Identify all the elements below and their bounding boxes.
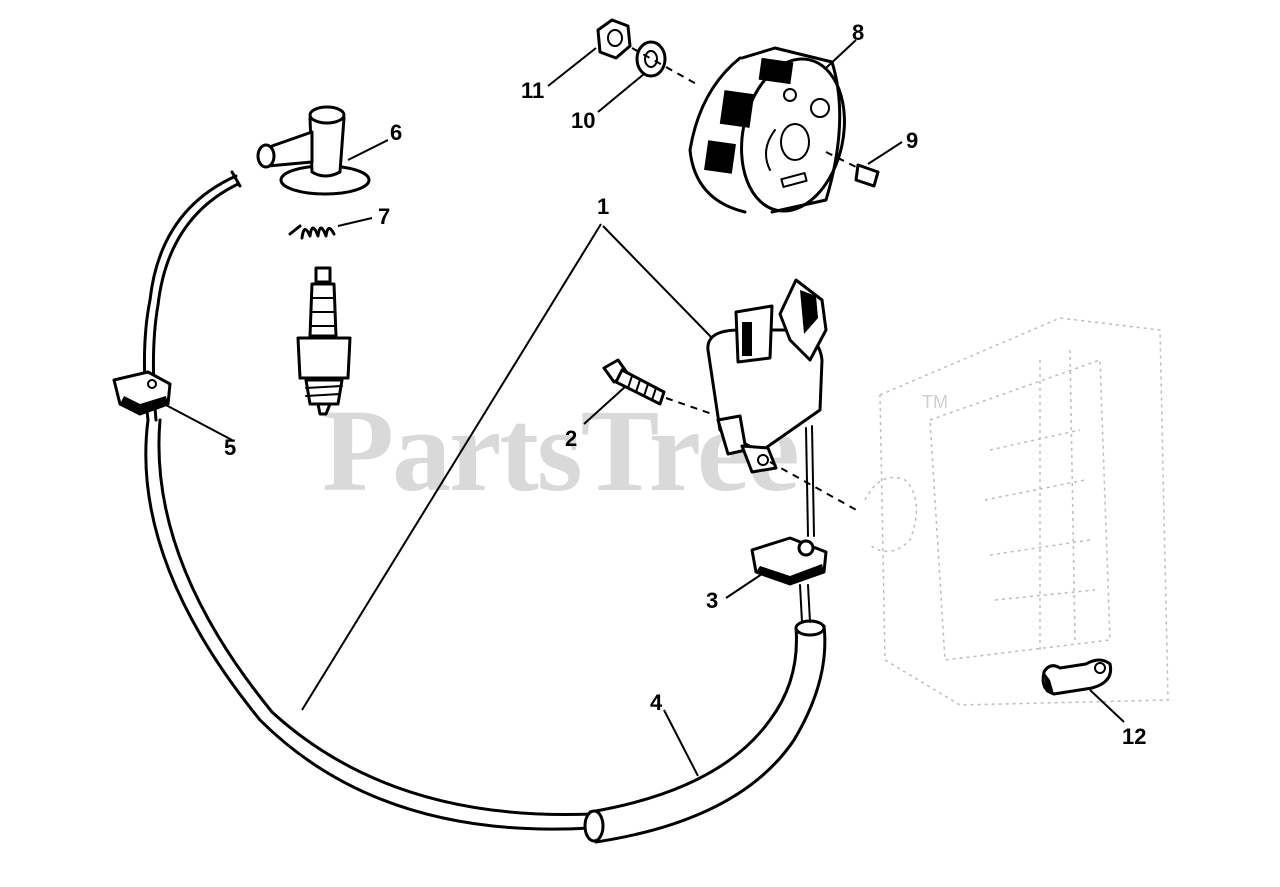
part-grommet-left xyxy=(112,370,172,416)
part-screw xyxy=(602,358,666,406)
watermark: PartsTree TM xyxy=(322,385,948,516)
callout-6: 6 xyxy=(390,120,402,145)
part-clip xyxy=(1041,658,1113,696)
callout-2: 2 xyxy=(565,426,577,451)
callout-12: 12 xyxy=(1122,724,1146,749)
part-flywheel-key xyxy=(854,163,880,188)
callout-7: 7 xyxy=(378,204,390,229)
leader-lines xyxy=(163,39,1125,777)
callout-4: 4 xyxy=(650,690,663,715)
part-nut xyxy=(596,18,632,60)
part-flywheel xyxy=(688,46,846,214)
part-spring-clip xyxy=(288,224,336,240)
part-ignition-module xyxy=(706,278,828,537)
part-spark-plug-boot xyxy=(256,105,371,196)
callout-11: 11 xyxy=(521,78,544,103)
callout-5: 5 xyxy=(224,435,236,460)
callout-3: 3 xyxy=(706,588,718,613)
callout-9: 9 xyxy=(906,128,918,153)
callouts: 1 2 3 4 5 6 7 8 9 10 11 12 xyxy=(224,20,1146,749)
spark-plug xyxy=(296,266,352,416)
part-grommet-right xyxy=(750,536,828,623)
callout-8: 8 xyxy=(852,20,864,45)
engine-block-ghost xyxy=(864,317,1169,706)
callout-10: 10 xyxy=(571,108,595,133)
part-lead-boot xyxy=(583,619,827,844)
watermark-trademark: TM xyxy=(922,392,948,412)
callout-1: 1 xyxy=(597,194,609,219)
part-washer xyxy=(635,40,667,78)
